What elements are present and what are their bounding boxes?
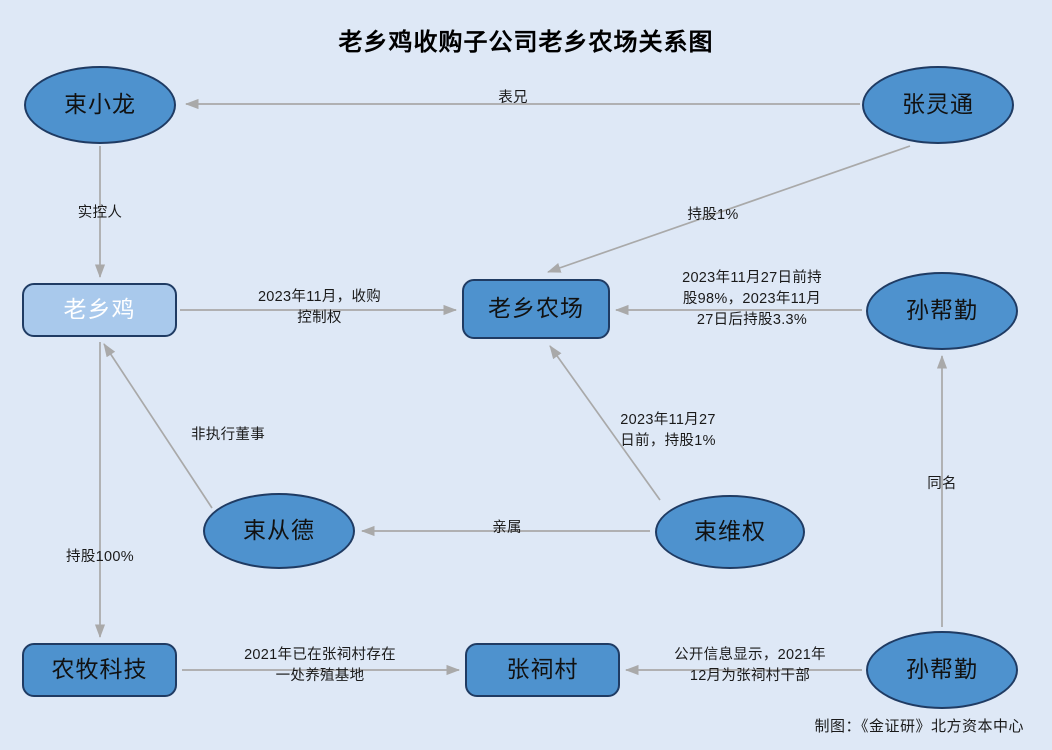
node-label: 张祠村 xyxy=(506,656,579,683)
node-label: 老乡鸡 xyxy=(63,296,136,323)
edge-label-tongming: 同名 xyxy=(927,476,957,492)
node-label: 束从德 xyxy=(243,517,315,544)
node-label: 束维权 xyxy=(694,518,766,545)
edge-label-biaoxiong: 表兄 xyxy=(498,90,528,106)
node-zhangci-cun[interactable]: 张祠村 xyxy=(465,643,620,697)
node-label: 老乡农场 xyxy=(488,295,584,322)
node-label: 孙帮勤 xyxy=(906,297,978,324)
node-laoxiangnongchang[interactable]: 老乡农场 xyxy=(462,279,610,339)
node-label: 张灵通 xyxy=(902,91,974,118)
edge-label-chigu-1-before: 2023年11月27 日前，持股1% xyxy=(620,412,716,450)
edge-label-shougou: 2023年11月，收购 控制权 xyxy=(257,289,382,327)
edge-label-feizhixing: 非执行董事 xyxy=(191,427,265,443)
node-shu-congde[interactable]: 束从德 xyxy=(203,493,355,569)
edge-label-ganbu: 公开信息显示，2021年 12月为张祠村干部 xyxy=(674,647,826,685)
page-title: 老乡鸡收购子公司老乡农场关系图 xyxy=(338,29,714,56)
footer-credit: 制图：《金证研》北方资本中心 xyxy=(814,718,1024,735)
node-shu-weiquan[interactable]: 束维权 xyxy=(655,495,805,569)
edge-label-yangzhi: 2021年已在张祠村存在 一处养殖基地 xyxy=(244,647,396,685)
node-sun-bangqin-bottom[interactable]: 孙帮勤 xyxy=(866,631,1018,709)
node-sun-bangqin-top[interactable]: 孙帮勤 xyxy=(866,272,1018,350)
edge-label-chigu-100: 持股100% xyxy=(66,549,134,565)
node-nongmu-keji[interactable]: 农牧科技 xyxy=(22,643,177,697)
node-label: 孙帮勤 xyxy=(906,656,978,683)
node-laoxiangji[interactable]: 老乡鸡 xyxy=(22,283,177,337)
node-label: 农牧科技 xyxy=(51,656,148,683)
node-shu-xiaolong[interactable]: 束小龙 xyxy=(24,66,176,144)
edge-label-shikongren: 实控人 xyxy=(77,205,123,221)
edge-label-chigu-1: 持股1% xyxy=(687,207,739,223)
node-label: 束小龙 xyxy=(64,91,136,118)
node-zhang-lingtong[interactable]: 张灵通 xyxy=(862,66,1014,144)
edge-label-chigu-98: 2023年11月27日前持 股98%，2023年11月 27日后持股3.3% xyxy=(682,270,822,329)
edge-label-qinshu: 亲属 xyxy=(492,520,522,536)
